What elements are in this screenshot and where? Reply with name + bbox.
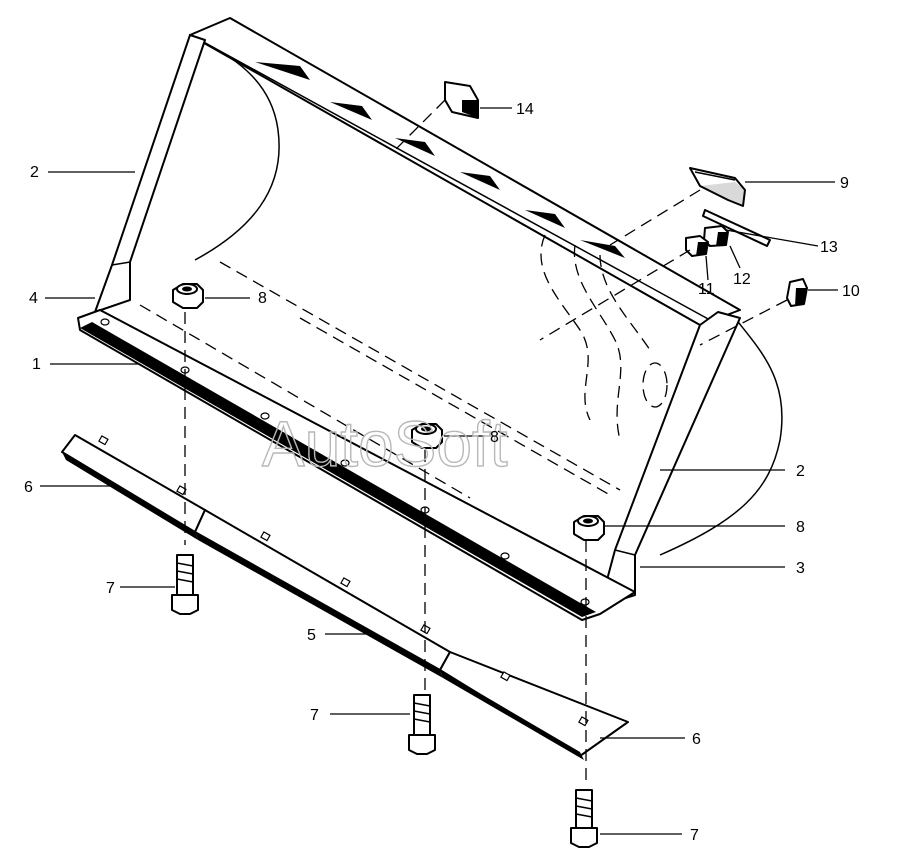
callout-5: 5 (307, 627, 316, 644)
callout-2-left: 2 (30, 164, 39, 181)
small-part-12 (703, 225, 729, 247)
callout-13: 13 (820, 239, 838, 256)
small-part-11 (685, 235, 709, 257)
callout-7-top: 7 (106, 580, 115, 597)
small-part-9 (689, 167, 746, 207)
small-part-14 (444, 81, 479, 119)
bottom-cutting-plate (77, 309, 636, 621)
callout-4: 4 (29, 290, 38, 307)
bolt-axis-lines (184, 312, 587, 785)
edge-bolt-holes (98, 435, 589, 727)
small-part-13 (702, 209, 771, 247)
nut-left (172, 283, 204, 309)
bucket-body (77, 17, 783, 621)
callout-10: 10 (842, 283, 860, 300)
small-part-10 (786, 278, 808, 307)
callout-8-center: 8 (490, 429, 499, 446)
nut-right (573, 515, 605, 541)
callout-labels: 2 4 1 6 7 5 7 8 8 8 2 3 6 7 14 9 13 12 1… (24, 101, 860, 844)
callout-1: 1 (32, 356, 41, 373)
callout-7-bottom: 7 (690, 827, 699, 844)
nut-center (411, 423, 443, 449)
cutting-edge-middle-5 (194, 509, 451, 671)
callout-14: 14 (516, 101, 534, 118)
floor-bolt-holes (100, 318, 590, 606)
cutting-edge-segments (61, 434, 629, 760)
callout-6-left: 6 (24, 479, 33, 496)
callout-11: 11 (698, 281, 715, 298)
callout-2-right: 2 (796, 463, 805, 480)
callout-12: 12 (733, 271, 751, 288)
callout-6-right: 6 (692, 731, 701, 748)
cutting-edge-right-6 (439, 651, 629, 757)
cutting-edge-left-6 (61, 434, 206, 533)
small-part-assembly-lines (394, 99, 788, 346)
bolt-top (171, 554, 199, 615)
callout-9: 9 (840, 175, 849, 192)
callout-3: 3 (796, 560, 805, 577)
bolt-mid (408, 694, 436, 755)
callout-8-right: 8 (796, 519, 805, 536)
rim-reinforcements (255, 62, 625, 258)
side-plate-right (599, 311, 741, 607)
leader-lines (40, 107, 838, 835)
bolt-bottom (570, 789, 598, 848)
side-plate-left (94, 34, 206, 313)
callout-7-mid: 7 (310, 707, 319, 724)
watermark-text: AutoSoft (262, 408, 508, 480)
callout-8-left: 8 (258, 290, 267, 307)
